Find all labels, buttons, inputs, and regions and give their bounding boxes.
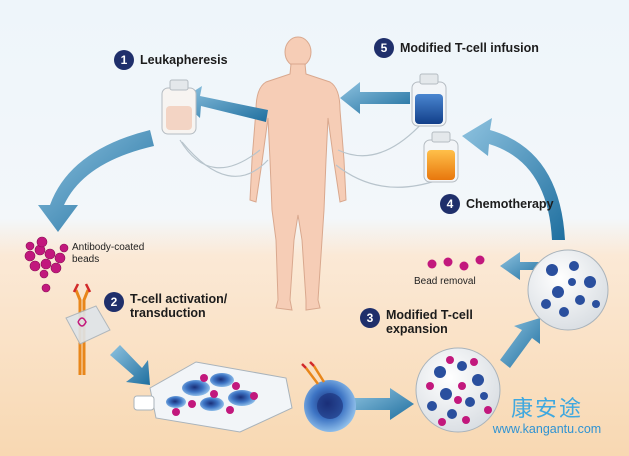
modified-t-cell xyxy=(301,361,356,432)
step-2-number: 2 xyxy=(104,292,124,312)
arrow-body-to-bag1 xyxy=(180,86,268,122)
chemotherapy-bag xyxy=(423,131,459,183)
arrow-beads-to-flask xyxy=(110,345,150,385)
step-5-number: 5 xyxy=(374,38,394,58)
step-1-number: 1 xyxy=(114,50,134,70)
step-4: 4 Chemotherapy xyxy=(440,194,554,214)
step-2: 2 T-cell activation/ transduction xyxy=(104,292,254,320)
step-1-label: Leukapheresis xyxy=(140,53,228,67)
arrow-bag5-to-body xyxy=(340,82,410,114)
iv-tubing xyxy=(179,119,439,188)
watermark-url: www.kangantu.com xyxy=(492,422,602,436)
human-figure xyxy=(249,36,347,311)
antibody-bead-cluster xyxy=(24,236,69,293)
step-3-label: Modified T-cell expansion xyxy=(386,308,473,336)
arrow-dish-to-bead-removal xyxy=(500,252,545,280)
step-5-label: Modified T-cell infusion xyxy=(400,41,539,55)
watermark: 康安途 www.kangantu.com xyxy=(472,397,622,437)
leukapheresis-bag xyxy=(161,79,197,135)
culture-flask xyxy=(133,361,293,433)
arrow-dish-up xyxy=(500,318,540,368)
step-3: 3 Modified T-cell expansion xyxy=(360,308,482,336)
t-cell-receptor-complex xyxy=(65,283,111,375)
step-4-number: 4 xyxy=(440,194,460,214)
watermark-chinese: 康安途 xyxy=(510,397,583,422)
expansion-dish xyxy=(415,347,501,433)
antibody-beads-label: Antibody-coated beads xyxy=(72,242,145,265)
bead-removal-dish xyxy=(527,249,609,331)
arrow-cell-to-dish xyxy=(352,388,414,420)
step-4-label: Chemotherapy xyxy=(466,197,554,211)
bead-removal-label: Bead removal xyxy=(414,276,476,287)
arrow-bag1-to-beads xyxy=(38,130,154,232)
step-2-label: T-cell activation/ transduction xyxy=(130,292,228,320)
step-5: 5 Modified T-cell infusion xyxy=(374,38,539,58)
process-arrows xyxy=(38,82,565,420)
step-1: 1 Leukapheresis xyxy=(114,50,228,70)
infusion-bag xyxy=(411,73,447,127)
arrow-to-infusion xyxy=(462,118,565,240)
removed-beads xyxy=(427,255,485,271)
step-3-number: 3 xyxy=(360,308,380,328)
